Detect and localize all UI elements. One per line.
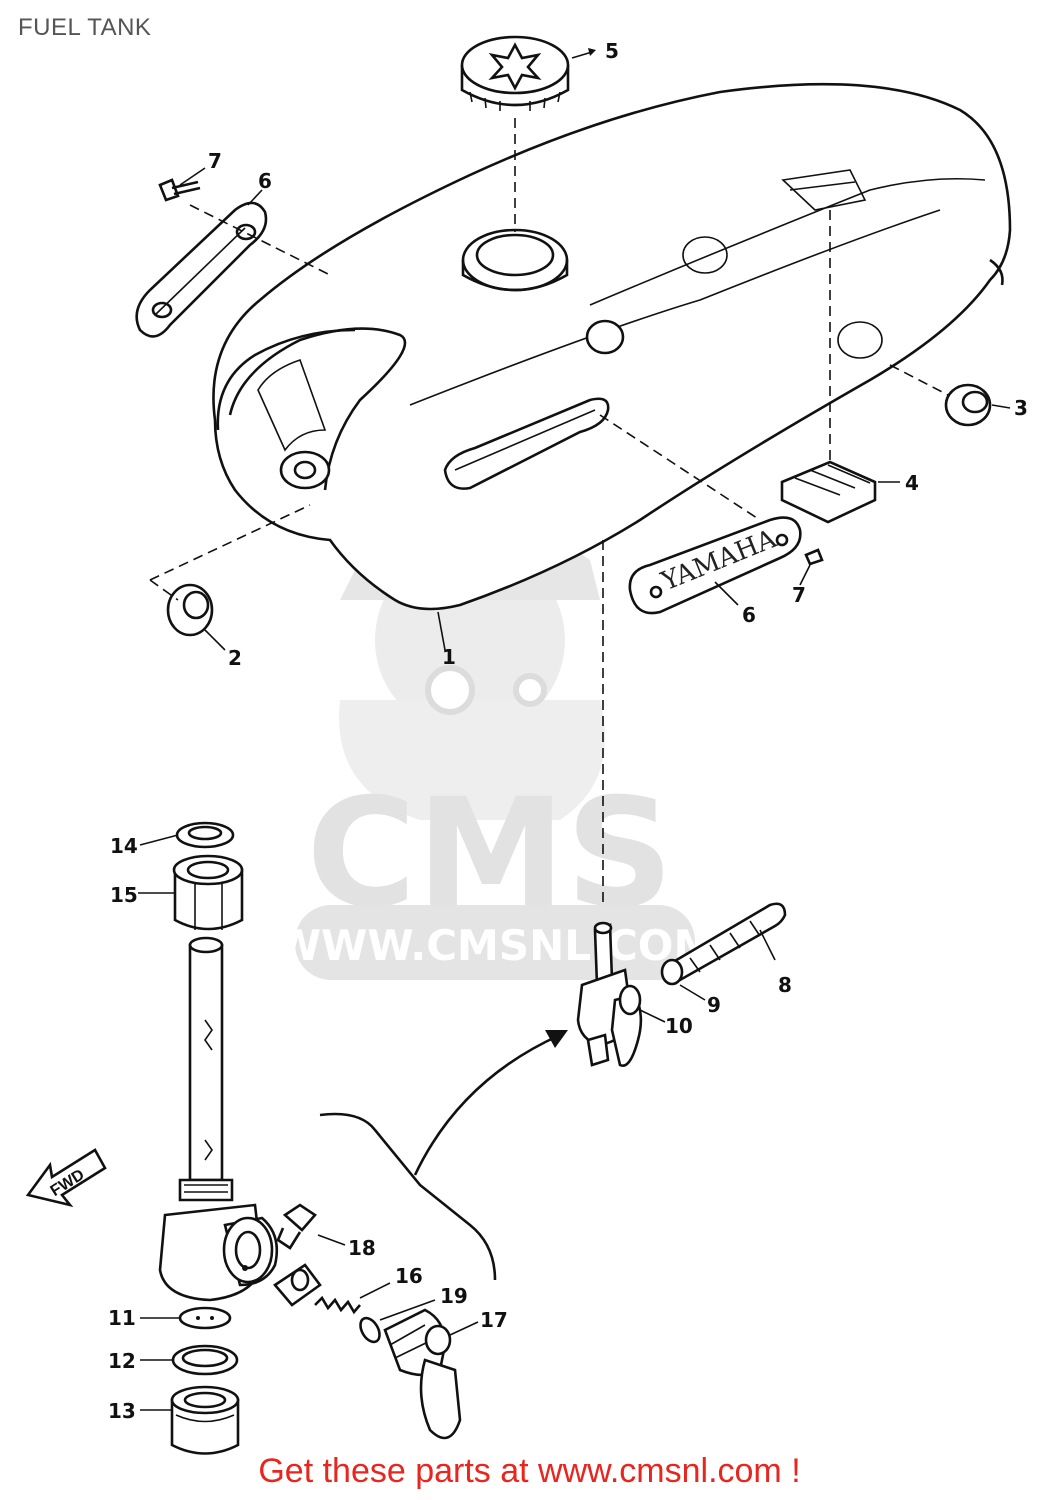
callouts: 5 7 6 3 4 2 1 6 7 8 9 10 14 xyxy=(108,39,1028,1423)
watermark-url: WWW.CMSNL.COM xyxy=(275,921,716,970)
callout-6-emblem: 6 xyxy=(742,603,756,627)
spring-16 xyxy=(314,1295,361,1315)
callout-17: 17 xyxy=(480,1308,508,1332)
callout-14: 14 xyxy=(110,834,138,858)
seal-ring-14 xyxy=(175,821,235,849)
emblem-screw xyxy=(804,548,824,566)
grommet-right xyxy=(944,383,992,427)
callout-11: 11 xyxy=(108,1306,136,1330)
filler-cap xyxy=(460,35,570,111)
callout-2: 2 xyxy=(228,646,242,670)
callout-12: 12 xyxy=(108,1349,136,1373)
page-title: FUEL TANK xyxy=(18,14,152,41)
o-ring-19 xyxy=(359,1316,381,1344)
fuel-pipe xyxy=(188,936,224,1182)
callout-10: 10 xyxy=(665,1014,693,1038)
fuel-strainer xyxy=(660,902,787,986)
callout-1: 1 xyxy=(442,645,456,669)
fuel-cock-body xyxy=(158,1178,279,1302)
callout-19: 19 xyxy=(440,1284,468,1308)
callout-13: 13 xyxy=(108,1399,136,1423)
bolt-left xyxy=(158,178,201,202)
valve-disc-11 xyxy=(178,1306,232,1330)
callout-arrow-curve xyxy=(413,1033,561,1176)
forward-arrow-icon: FWD xyxy=(25,1148,107,1208)
cup-13 xyxy=(170,1385,240,1455)
callout-7-top: 7 xyxy=(208,149,222,173)
plunger xyxy=(273,1263,322,1307)
leader-grommet-left xyxy=(149,504,311,581)
lever-17 xyxy=(383,1308,462,1440)
arrow-head xyxy=(545,1030,568,1048)
callout-8: 8 xyxy=(778,973,792,997)
screw-18 xyxy=(276,1203,317,1250)
damper-rubber xyxy=(780,460,877,524)
footer-link[interactable]: Get these parts at www.cmsnl.com ! xyxy=(258,1452,801,1490)
union-nut-15 xyxy=(172,854,244,931)
callout-18: 18 xyxy=(348,1236,376,1260)
emblem-badge: YAMAHA xyxy=(628,516,802,615)
callout-3: 3 xyxy=(1014,396,1028,420)
leader-strap xyxy=(189,204,331,276)
mount-strap-left xyxy=(135,201,268,338)
fuel-tank xyxy=(212,82,1012,611)
gasket-12 xyxy=(171,1344,239,1376)
callout-15: 15 xyxy=(110,883,138,907)
watermark-url-band: WWW.CMSNL.COM xyxy=(275,905,716,980)
callout-7-emblem: 7 xyxy=(792,583,806,607)
fuel-cock-upper xyxy=(576,921,643,1067)
callout-6-strap: 6 xyxy=(258,169,272,193)
callout-4: 4 xyxy=(905,471,919,495)
bracket-line xyxy=(319,1112,497,1281)
leader-grommet-right xyxy=(889,364,949,396)
callout-5: 5 xyxy=(605,39,619,63)
filler-neck xyxy=(461,228,569,292)
callout-16: 16 xyxy=(395,1264,423,1288)
callout-9: 9 xyxy=(707,993,721,1017)
grommet-left xyxy=(166,583,214,637)
